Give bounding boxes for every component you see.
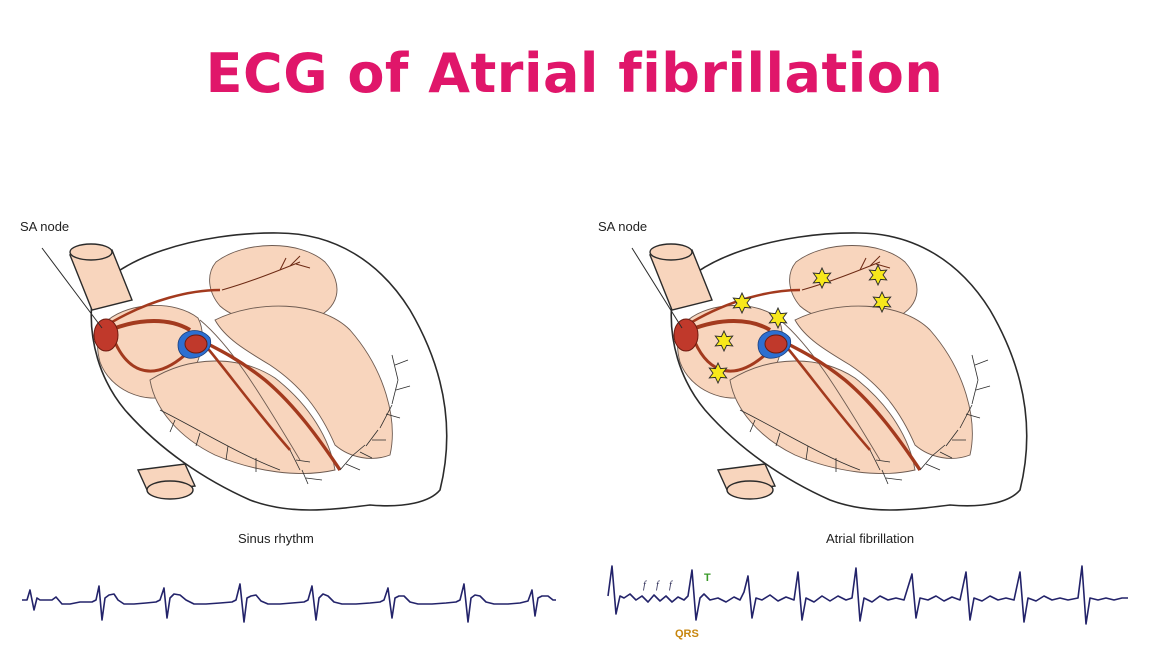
ecg-trace-sinus-rhythm bbox=[22, 584, 556, 622]
sa-node-label: SA node bbox=[598, 219, 647, 234]
f-wave-label: f bbox=[669, 580, 672, 591]
heart-sinus-rhythm bbox=[42, 233, 447, 510]
caption-sinus-rhythm: Sinus rhythm bbox=[238, 531, 314, 546]
f-wave-label: f bbox=[643, 580, 646, 591]
sa-node-label: SA node bbox=[20, 219, 69, 234]
qrs-label: QRS bbox=[675, 628, 699, 640]
heart-atrial-fibrillation bbox=[632, 233, 1027, 510]
t-wave-label: T bbox=[704, 572, 711, 584]
ecg-trace-atrial-fibrillation bbox=[608, 566, 1128, 624]
caption-atrial-fibrillation: Atrial fibrillation bbox=[826, 531, 914, 546]
f-wave-label: f bbox=[656, 580, 659, 591]
